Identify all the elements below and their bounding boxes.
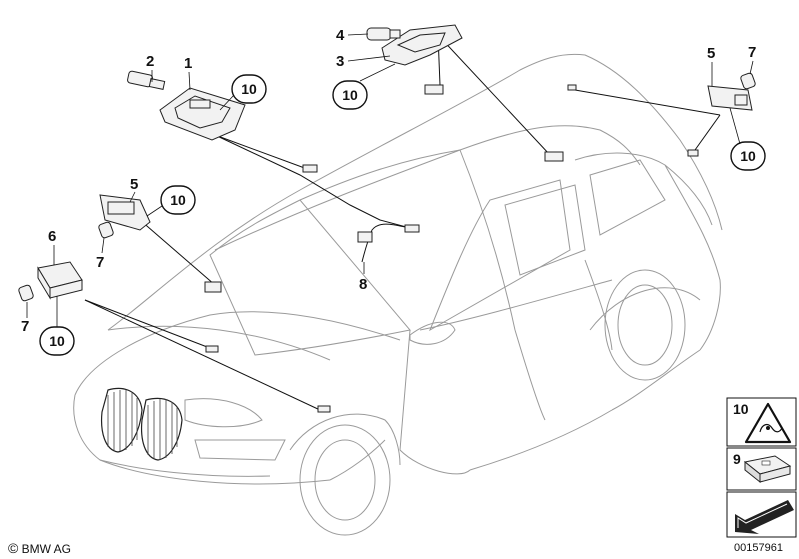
car-outline-icon <box>73 53 723 536</box>
bulb-7 <box>18 72 756 302</box>
bulb-4 <box>366 27 401 41</box>
callout-7-left: 7 <box>21 318 29 335</box>
callout-8: 8 <box>359 276 367 293</box>
light-module-6 <box>37 261 83 300</box>
kidney-grille <box>100 387 183 461</box>
callout-7-mid: 7 <box>96 254 104 271</box>
callout-10-c: 10 <box>170 192 186 208</box>
trunk-light-5-right <box>707 85 753 111</box>
callout-10-b: 10 <box>342 87 358 103</box>
reading-light-3 <box>381 24 463 66</box>
bulb-2 <box>127 70 166 90</box>
callout-4: 4 <box>336 27 345 44</box>
svg-text:10: 10 <box>733 401 749 417</box>
copyright-symbol: © <box>8 540 19 556</box>
callout-10-pills: 10 10 10 10 10 <box>39 63 766 356</box>
callout-5-left: 5 <box>130 176 138 193</box>
callout-10-a: 10 <box>241 81 257 97</box>
connector-box-icon <box>743 455 792 484</box>
connectors <box>204 84 699 413</box>
callout-10-e: 10 <box>740 148 756 164</box>
brand-name: BMW AG <box>21 542 72 556</box>
callout-3: 3 <box>336 53 344 70</box>
callout-1: 1 <box>184 55 192 72</box>
image-number: 00157961 <box>734 542 783 554</box>
warning-triangle-icon <box>744 402 792 444</box>
callout-10-d: 10 <box>49 333 65 349</box>
footwell-light-5-left <box>99 194 151 231</box>
legend-box-arrow <box>726 491 797 538</box>
callout-5-right: 5 <box>707 45 715 62</box>
callout-6: 6 <box>48 228 56 245</box>
callout-labels: 1 2 3 4 5 5 6 7 7 7 8 <box>21 27 756 335</box>
copyright-brand: © BMW AG <box>8 540 71 556</box>
svg-text:9: 9 <box>733 451 741 467</box>
callout-7-right: 7 <box>748 44 756 61</box>
legend-box-10: 10 <box>726 397 797 447</box>
callout-2: 2 <box>146 53 154 70</box>
wiring <box>84 34 721 411</box>
interior-light-1 <box>159 87 246 141</box>
arrow-icon <box>735 500 794 534</box>
legend-box-9: 9 <box>726 447 797 491</box>
